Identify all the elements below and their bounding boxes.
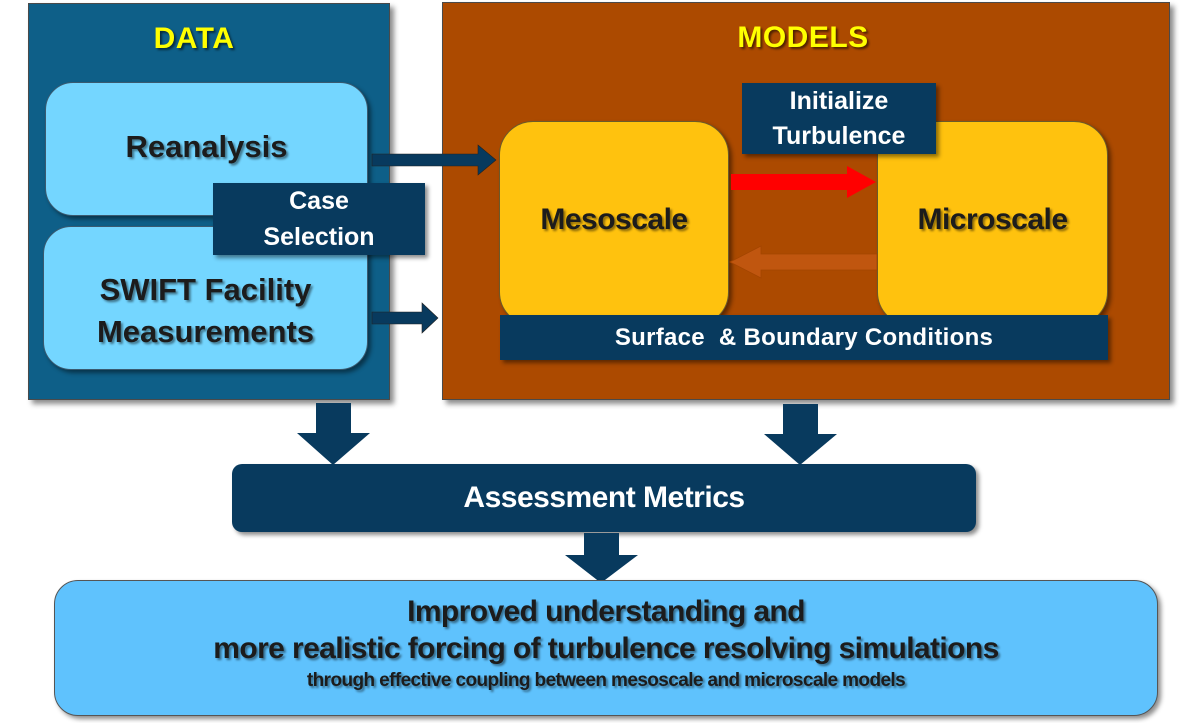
microscale-label: Microscale [917,202,1068,236]
reanalysis-to-mesoscale-arrow [371,144,497,176]
initialize-turbulence-arrow [731,166,876,198]
initialize-turbulence-label: Initialize Turbulence [742,83,936,154]
assessment-down-arrow [565,533,638,583]
boundary-conditions-bar: Surface & Boundary Conditions [500,315,1108,360]
outcome-line1: Improved understanding and [407,595,805,628]
case-selection-line1: Case [289,187,349,215]
initialize-line2: Turbulence [772,121,906,150]
swift-label-line2: Measurements [96,314,315,349]
data-down-arrow [297,403,370,465]
models-panel-title: MODELS [737,21,869,54]
initialize-line1: Initialize [789,86,889,115]
outcome-box: Improved understanding and more realisti… [54,580,1158,716]
case-selection-label: Case Selection [213,183,425,255]
data-panel-title: DATA [153,22,235,55]
outcome-line2: more realistic forcing of turbulence res… [213,632,999,665]
case-selection-line2: Selection [263,223,375,251]
swift-label-line1: SWIFT Facility [99,272,312,307]
mesoscale-label: Mesoscale [540,202,688,236]
models-down-arrow [764,404,837,465]
reanalysis-label: Reanalysis [125,129,288,164]
microscale-box: Microscale [877,121,1108,326]
feedback-arrow [729,245,878,279]
assessment-metrics-box: Assessment Metrics [232,464,976,532]
assessment-metrics-label: Assessment Metrics [463,481,745,514]
boundary-conditions-label: Surface & Boundary Conditions [614,323,994,351]
swift-to-models-arrow [371,302,439,334]
mesoscale-box: Mesoscale [499,121,729,326]
outcome-line3: through effective coupling between mesos… [306,670,906,691]
